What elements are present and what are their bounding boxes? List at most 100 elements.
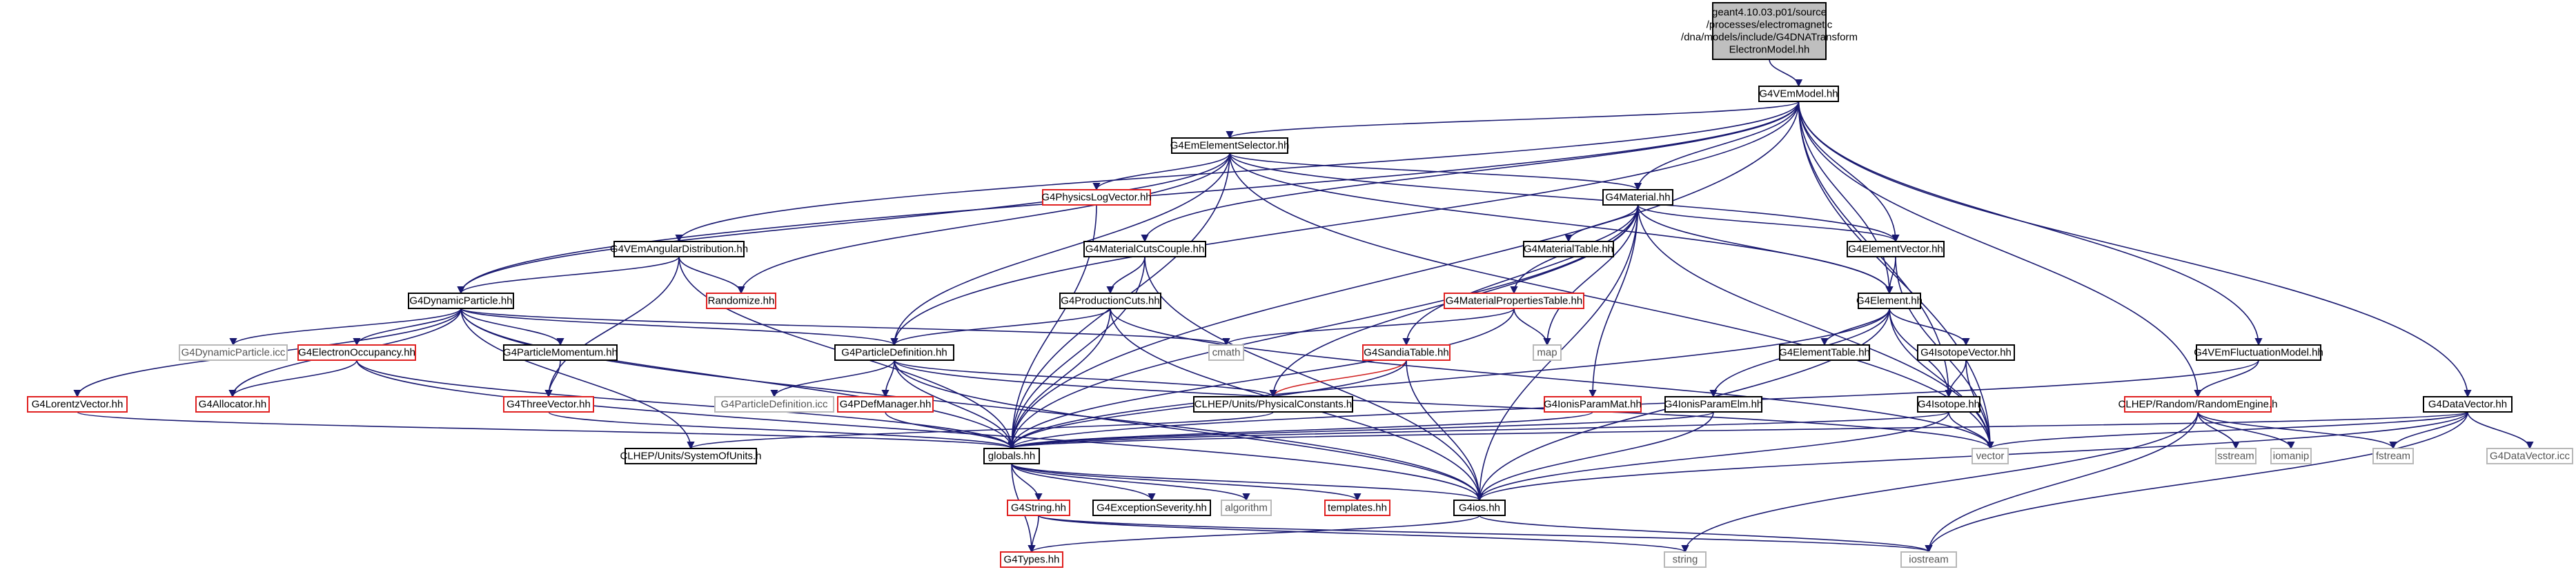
edge-dp-to-eocc — [353, 308, 462, 346]
edge-glob-to-ios — [1011, 463, 1484, 502]
edge-eocc-to-glob — [356, 359, 1016, 450]
node-label: G4IsotopeVector.hh — [1920, 347, 2012, 359]
graph-node-tv[interactable]: G4ThreeVector.hh — [503, 396, 594, 413]
edge-path — [1925, 411, 2199, 553]
node-label: G4SandiaTable.hh — [1364, 347, 1448, 359]
node-label: vector — [1976, 451, 2005, 462]
node-box — [1523, 241, 1614, 257]
graph-node-vector: vector — [1972, 448, 2009, 464]
graph-node-dp[interactable]: G4DynamicParticle.hh — [408, 293, 514, 309]
graph-node-lv[interactable]: G4LorentzVector.hh — [27, 396, 128, 413]
graph-node-templ[interactable]: templates.hh — [1324, 500, 1390, 516]
node-box — [837, 396, 934, 413]
edge-mcc-to-ios — [1144, 256, 1484, 502]
node-label: G4DataVector.hh — [2428, 399, 2507, 411]
node-label: G4Isotope.hh — [1918, 399, 1980, 411]
edge-pc-to-pdef — [890, 308, 1111, 346]
graph-node-el[interactable]: G4Element.hh — [1856, 293, 1923, 309]
edge-path — [457, 256, 680, 295]
graph-node-rnd[interactable]: Randomize.hh — [706, 293, 776, 309]
graph-node-mat[interactable]: G4Material.hh — [1602, 189, 1673, 206]
node-label: /processes/electromagnetic — [1707, 19, 1833, 31]
edge-ipm-to-glob — [1007, 411, 1593, 450]
edge-g4str-to-iostream — [1038, 515, 1933, 553]
edge-path — [890, 101, 1800, 346]
edge-mat-to-ipm — [1589, 204, 1639, 398]
edge-ios-to-types — [1028, 515, 1480, 553]
edge-path — [1637, 204, 1894, 295]
node-label: G4ios.hh — [1459, 502, 1500, 514]
graph-node-alloc[interactable]: G4Allocator.hh — [195, 396, 270, 413]
graph-node-vfm[interactable]: G4VEmFluctuationModel.hh — [2194, 344, 2323, 361]
edge-re-to-string — [1681, 411, 2199, 553]
node-label: templates.hh — [1328, 502, 1387, 514]
graph-node-ivec[interactable]: G4IsotopeVector.hh — [1917, 344, 2015, 361]
edge-pc-to-vector — [1110, 308, 1994, 450]
graph-node-evec[interactable]: G4ElementVector.hh — [1847, 241, 1945, 257]
node-label: G4MaterialTable.hh — [1524, 244, 1613, 255]
graph-node-st[interactable]: G4SandiaTable.hh — [1362, 344, 1451, 361]
edge-pc-to-glob — [1007, 308, 1111, 450]
graph-node-pc[interactable]: G4ProductionCuts.hh — [1059, 293, 1161, 309]
node-box — [1664, 396, 1762, 413]
node-box — [297, 344, 416, 361]
graph-node-string: string — [1664, 551, 1707, 568]
node-label: G4MaterialPropertiesTable.hh — [1446, 295, 1582, 307]
edge-path — [457, 152, 1230, 295]
edge-g4str-to-types — [1028, 515, 1039, 553]
graph-node-ios[interactable]: G4ios.hh — [1453, 500, 1506, 516]
edge-path — [1479, 515, 1933, 553]
graph-node-dvec[interactable]: G4DataVector.hh — [2423, 396, 2513, 413]
graph-node-plv[interactable]: G4PhysicsLogVector.hh — [1041, 189, 1152, 206]
node-box — [2486, 448, 2573, 464]
graph-node-iso[interactable]: G4Isotope.hh — [1917, 396, 1980, 413]
node-box — [1544, 396, 1642, 413]
edge-path — [228, 359, 357, 398]
graph-node-vad[interactable]: G4VEmAngularDistribution.hh — [610, 241, 748, 257]
edge-path — [548, 411, 1016, 450]
graph-node-pdm[interactable]: G4PDefManager.hh — [837, 396, 934, 413]
edge-path — [460, 308, 1230, 346]
node-box — [503, 344, 618, 361]
edge-mpt-to-glob — [1007, 308, 1515, 450]
graph-node-eocc[interactable]: G4ElectronOccupancy.hh — [297, 344, 416, 361]
graph-node-mcc[interactable]: G4MaterialCutsCouple.hh — [1083, 241, 1206, 257]
edge-path — [229, 308, 462, 346]
node-label: geant4.10.03.p01/source — [1712, 7, 1827, 19]
graph-node-ipe[interactable]: G4IonisParamElm.hh — [1664, 396, 1763, 413]
graph-node-g4str[interactable]: G4String.hh — [1007, 500, 1070, 516]
graph-node-mpt[interactable]: G4MaterialPropertiesTable.hh — [1444, 293, 1584, 309]
edge-el-to-vector — [1889, 308, 1994, 450]
edge-path — [544, 359, 561, 398]
edge-path — [1769, 59, 1803, 88]
graph-node-glob[interactable]: globals.hh — [983, 448, 1040, 464]
graph-node-pcon[interactable]: CLHEP/Units/PhysicalConstants.h — [1193, 396, 1353, 413]
edge-path — [1011, 463, 1484, 502]
graph-node-pmom[interactable]: G4ParticleMomentum.hh — [503, 344, 618, 361]
edge-vad-to-dp — [457, 256, 680, 295]
graph-node-sou[interactable]: CLHEP/Units/SystemOfUnits.h — [620, 448, 762, 464]
edge-ees-to-vector — [1229, 152, 1994, 450]
edge-path — [1889, 308, 1994, 450]
graph-node-re[interactable]: CLHEP/Random/RandomEngine.h — [2118, 396, 2278, 413]
node-label: cmath — [1212, 347, 1241, 359]
graph-node-etab[interactable]: G4ElementTable.hh — [1779, 344, 1870, 361]
node-label: G4ProductionCuts.hh — [1061, 295, 1159, 307]
graph-node-root[interactable]: geant4.10.03.p01/source/processes/electr… — [1681, 2, 1858, 60]
node-box — [195, 396, 270, 413]
node-box — [2423, 396, 2513, 413]
edge-path — [894, 359, 1484, 502]
graph-node-types[interactable]: G4Types.hh — [1000, 551, 1063, 568]
graph-node-ees[interactable]: G4EmElementSelector.hh — [1170, 137, 1290, 154]
edge-path — [770, 359, 895, 398]
graph-node-exsev[interactable]: G4ExceptionSeverity.hh — [1092, 500, 1211, 516]
node-label: G4PhysicsLogVector.hh — [1041, 192, 1151, 204]
node-label: G4ParticleMomentum.hh — [503, 347, 618, 359]
graph-node-mtab[interactable]: G4MaterialTable.hh — [1523, 241, 1614, 257]
graph-node-pdef[interactable]: G4ParticleDefinition.hh — [834, 344, 954, 361]
edge-path — [675, 101, 1800, 243]
graph-node-vem[interactable]: G4VEmModel.hh — [1758, 86, 1839, 102]
node-label: G4IonisParamMat.hh — [1544, 399, 1642, 411]
edge-path — [1222, 308, 1515, 346]
graph-node-ipm[interactable]: G4IonisParamMat.hh — [1544, 396, 1642, 413]
